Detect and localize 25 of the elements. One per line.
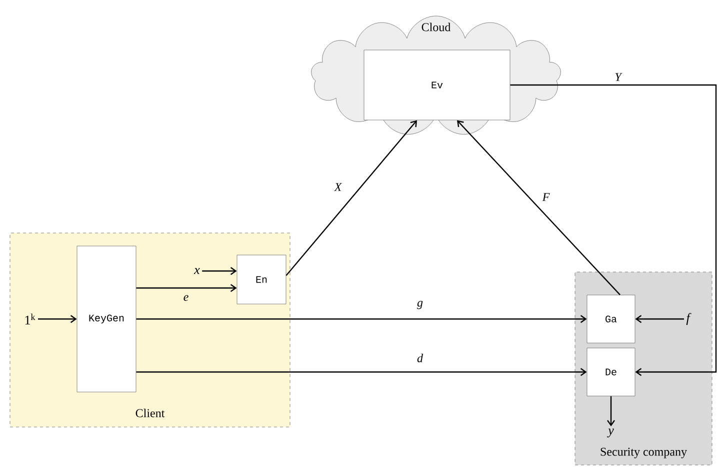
arrow xyxy=(202,267,237,275)
edge-label: d xyxy=(417,354,424,362)
edge-label: F xyxy=(542,193,550,201)
variable-label: f xyxy=(686,313,692,325)
edge-label: Y xyxy=(615,73,622,81)
process-box: Ga xyxy=(586,294,636,344)
input-label: 1$^{k}$ xyxy=(25,314,36,324)
arrow xyxy=(38,315,77,323)
arrow xyxy=(136,284,237,292)
process-box: En xyxy=(236,254,286,304)
edge-label: e xyxy=(184,295,188,301)
arrow xyxy=(136,315,587,323)
process-box: Ev xyxy=(364,50,510,120)
arrow xyxy=(635,315,684,323)
arrow xyxy=(607,396,615,426)
process-box: KeyGen xyxy=(76,246,136,392)
arrow xyxy=(136,368,587,376)
arrow xyxy=(510,84,717,376)
edge-label: X xyxy=(334,183,342,191)
variable-label: y xyxy=(607,428,614,438)
variable-label: x xyxy=(194,268,200,274)
edge-label: g xyxy=(417,300,423,310)
arrow xyxy=(286,120,417,276)
process-box: De xyxy=(586,348,636,396)
arrow xyxy=(457,120,620,296)
